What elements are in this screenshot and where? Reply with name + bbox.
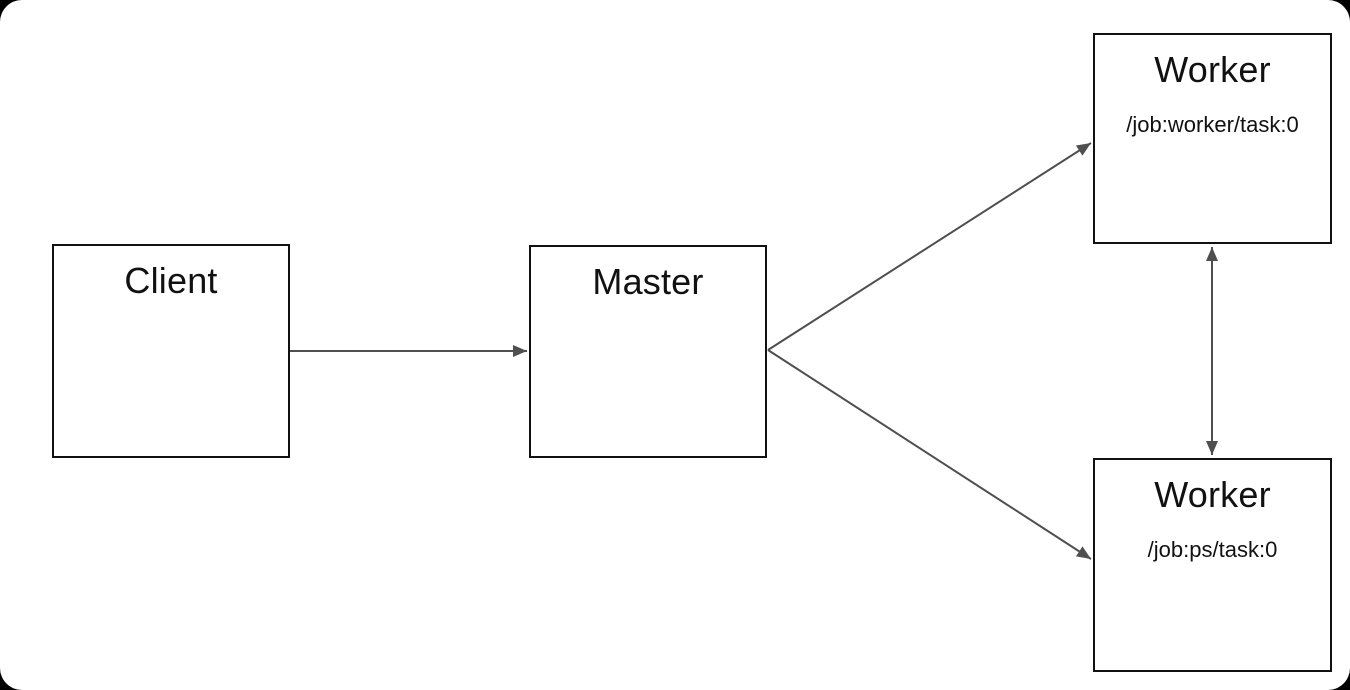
node-worker-task-title: Worker bbox=[1154, 49, 1271, 90]
edge-master-to-worker-task bbox=[767, 142, 1092, 351]
node-master-title: Master bbox=[592, 261, 704, 302]
node-ps-task: Worker /job:ps/task:0 bbox=[1093, 458, 1332, 672]
node-master: Master bbox=[529, 245, 767, 458]
edge-master-to-ps-task bbox=[767, 349, 1092, 560]
node-client-title: Client bbox=[124, 260, 218, 301]
node-ps-task-path: /job:ps/task:0 bbox=[1147, 537, 1278, 562]
node-worker-task-path: /job:worker/task:0 bbox=[1126, 112, 1299, 137]
node-worker-task: Worker /job:worker/task:0 bbox=[1093, 33, 1332, 244]
node-client: Client bbox=[52, 244, 290, 458]
node-ps-task-title: Worker bbox=[1154, 474, 1271, 515]
